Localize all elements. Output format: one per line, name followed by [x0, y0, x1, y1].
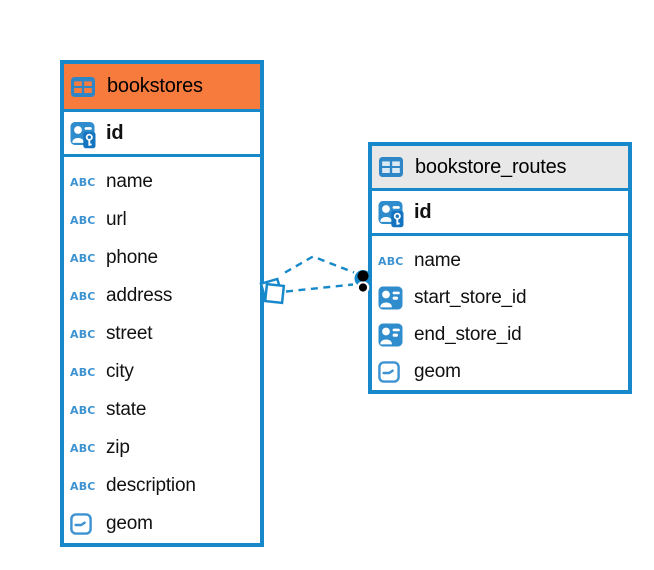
field-row-city[interactable]: city: [64, 353, 260, 391]
table-bookstores[interactable]: bookstores id name url phone address: [60, 60, 264, 547]
text-type-icon: [70, 251, 106, 265]
table-icon: [71, 77, 107, 97]
text-type-icon: [378, 254, 414, 268]
field-name: id: [414, 200, 432, 223]
text-type-icon: [70, 365, 106, 379]
field-row-name[interactable]: name: [64, 163, 260, 201]
field-row-name[interactable]: name: [372, 242, 628, 279]
field-row-phone[interactable]: phone: [64, 239, 260, 277]
table-title: bookstore_routes: [415, 155, 567, 178]
relationship-connector[interactable]: [259, 255, 372, 305]
field-name: name: [106, 171, 153, 192]
field-name: address: [106, 285, 173, 306]
relationship-line-lower[interactable]: [285, 283, 354, 293]
table-icon: [379, 157, 415, 177]
field-name: end_store_id: [414, 323, 522, 345]
field-name: name: [414, 249, 461, 271]
field-name: city: [106, 361, 134, 382]
field-name: geom: [106, 513, 153, 534]
table-bookstore-routes[interactable]: bookstore_routes id name start_store_id …: [368, 142, 632, 394]
field-name: zip: [106, 437, 130, 458]
field-name: url: [106, 209, 127, 230]
table-header-bookstore-routes[interactable]: bookstore_routes: [372, 146, 628, 191]
stacked-squares-icon: [259, 277, 286, 305]
field-name: phone: [106, 247, 158, 268]
field-row-geom[interactable]: geom: [372, 353, 628, 390]
foreign-ref-type-icon: [378, 323, 414, 347]
field-name: state: [106, 399, 147, 420]
field-row-description[interactable]: description: [64, 467, 260, 505]
field-name: start_store_id: [414, 286, 527, 308]
primary-key-icon: [378, 196, 414, 228]
text-type-icon: [70, 175, 106, 189]
text-type-icon: [70, 479, 106, 493]
text-type-icon: [70, 213, 106, 227]
field-row-start-store-id[interactable]: start_store_id: [372, 279, 628, 316]
field-row-address[interactable]: address: [64, 277, 260, 315]
field-row-street[interactable]: street: [64, 315, 260, 353]
foreign-ref-type-icon: [378, 286, 414, 310]
text-type-icon: [70, 289, 106, 303]
text-type-icon: [70, 403, 106, 417]
field-row-zip[interactable]: zip: [64, 429, 260, 467]
primary-key-icon: [70, 117, 106, 149]
field-row-id[interactable]: id: [372, 191, 628, 236]
field-name: geom: [414, 360, 461, 382]
field-list: name url phone address street city: [64, 157, 260, 543]
table-header-bookstores[interactable]: bookstores: [64, 64, 260, 112]
text-type-icon: [70, 327, 106, 341]
geometry-type-icon: [378, 361, 414, 383]
field-name: id: [106, 121, 124, 144]
field-row-geom[interactable]: geom: [64, 505, 260, 543]
table-title: bookstores: [107, 75, 203, 97]
field-row-end-store-id[interactable]: end_store_id: [372, 316, 628, 353]
text-type-icon: [70, 441, 106, 455]
field-name: description: [106, 475, 196, 496]
geometry-type-icon: [70, 513, 106, 535]
relationship-line-upper[interactable]: [284, 255, 355, 274]
field-name: street: [106, 323, 153, 344]
field-list: name start_store_id end_store_id geom: [372, 236, 628, 390]
field-row-url[interactable]: url: [64, 201, 260, 239]
field-row-id[interactable]: id: [64, 112, 260, 157]
field-row-state[interactable]: state: [64, 391, 260, 429]
